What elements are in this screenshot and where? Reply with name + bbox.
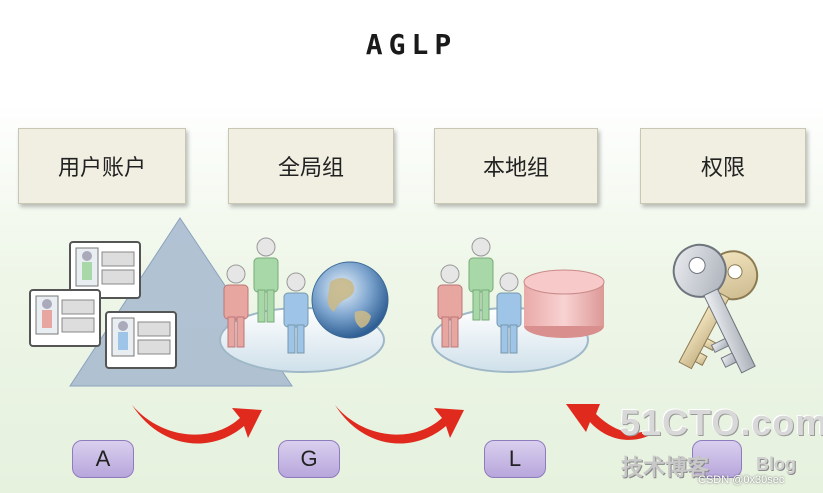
label-global-group: 全局组 — [228, 128, 394, 204]
watermark-tech-blog: 技术博客 — [621, 455, 710, 480]
label-permissions: 权限 — [640, 128, 806, 204]
arrow-p-to-l — [566, 404, 648, 440]
step-p-badge — [692, 440, 742, 478]
arrow-g-to-l — [335, 405, 464, 444]
resource-cylinder-icon — [523, 269, 605, 338]
keys-icon — [672, 243, 759, 374]
watermark-csdn: CSDN @0x30sec — [698, 474, 785, 486]
step-g-badge: G — [278, 440, 340, 478]
watermark-blog: Blog — [756, 454, 796, 474]
person-green-icon — [468, 237, 494, 321]
diagram-title: AGLP — [365, 28, 458, 61]
person-blue-icon — [283, 272, 309, 354]
person-blue-icon — [496, 272, 522, 354]
label-user-accounts: 用户账户 — [18, 128, 186, 204]
user-card-right — [105, 311, 177, 369]
arrow-a-to-g — [132, 405, 262, 444]
user-card-top — [69, 241, 141, 299]
person-green-icon — [253, 237, 279, 323]
globe-icon — [311, 261, 389, 339]
step-a-badge: A — [72, 440, 134, 478]
user-card-left — [29, 289, 101, 347]
watermark-51cto: 51CTO.com — [620, 402, 823, 443]
person-red-icon — [223, 264, 249, 348]
person-red-icon — [437, 264, 463, 348]
label-local-group: 本地组 — [434, 128, 598, 204]
step-l-badge: L — [484, 440, 546, 478]
